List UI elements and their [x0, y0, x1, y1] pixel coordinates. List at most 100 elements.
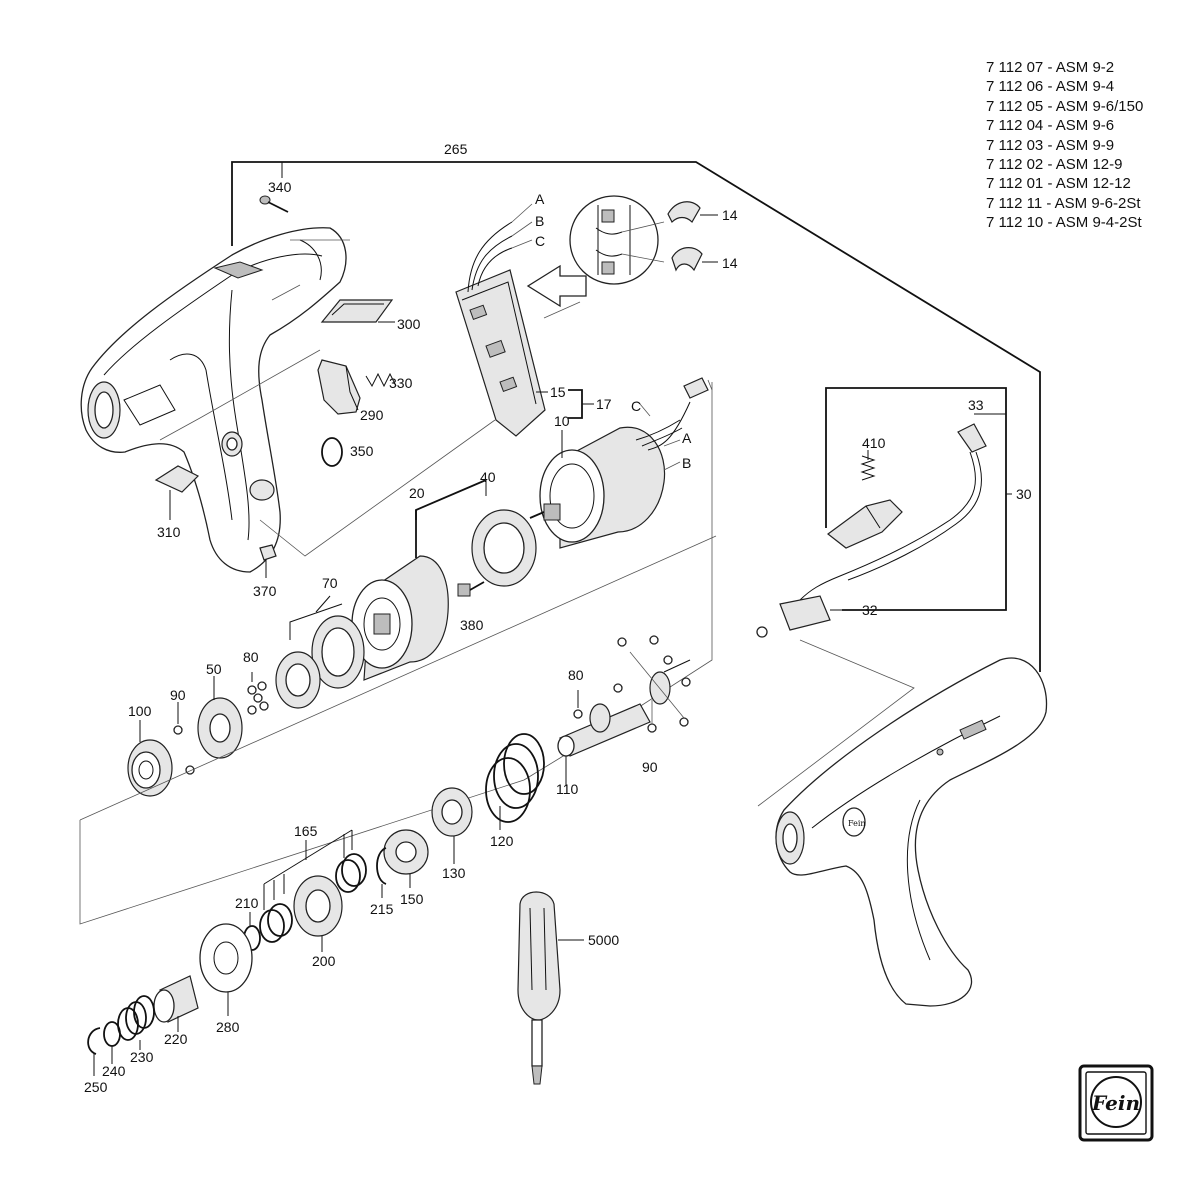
label-215: 215 [370, 901, 394, 917]
label-110: 110 [556, 781, 579, 797]
clip-215 [376, 847, 387, 898]
label-100: 100 [128, 703, 152, 719]
tool-logo-text: Fein [848, 819, 866, 828]
label-165: 165 [294, 823, 318, 839]
label-wire-B: B [535, 213, 544, 229]
pin-370 [259, 544, 277, 578]
bracket-20-40 [415, 479, 487, 558]
balls-80 [247, 672, 269, 715]
button-290 [317, 359, 361, 415]
label-80-right: 80 [568, 667, 584, 683]
sleeve-220 [153, 975, 199, 1032]
label-120: 120 [490, 833, 514, 849]
label-370: 370 [253, 583, 277, 599]
model-item: 7 112 03 - ASM 9-9 [986, 136, 1115, 154]
label-230: 230 [130, 1049, 154, 1065]
label-150: 150 [400, 891, 424, 907]
planet-carrier-50 [197, 676, 243, 759]
motor-10 [529, 377, 713, 549]
label-wire-A: A [535, 191, 545, 207]
label-40: 40 [480, 469, 496, 485]
label-300: 300 [397, 316, 421, 332]
model-item: 7 112 07 - ASM 9-2 [986, 59, 1115, 76]
label-14-top: 14 [722, 207, 738, 223]
clip-14-bottom [671, 247, 718, 272]
bracket-30 [825, 387, 1012, 611]
model-item: 7 112 05 - ASM 9-6/150 [986, 97, 1144, 115]
model-item: 7 112 11 - ASM 9-6-2St [986, 194, 1141, 212]
screw-380 [457, 581, 485, 597]
label-50: 50 [206, 661, 222, 677]
ring-40 [471, 509, 537, 587]
label-20: 20 [409, 485, 425, 501]
balls-80-right [573, 683, 623, 719]
model-item: 7 112 06 - ASM 9-4 [986, 78, 1115, 96]
gear-150 [383, 829, 429, 888]
screw-340 [259, 195, 289, 213]
label-32: 32 [862, 602, 878, 618]
spring-230 [117, 995, 155, 1050]
part-labels: 265 340 300 330 290 350 310 370 A B C 14… [84, 141, 1032, 1095]
label-30: 30 [1016, 486, 1032, 502]
label-14-bottom: 14 [722, 255, 738, 271]
oring-350 [321, 437, 343, 467]
washer-280 [199, 923, 253, 1016]
label-340: 340 [268, 179, 292, 195]
needle-bearing [275, 651, 321, 709]
label-33: 33 [968, 397, 984, 413]
leader-group-top [79, 535, 717, 821]
label-10: 10 [554, 413, 570, 429]
label-5000: 5000 [588, 932, 619, 948]
spring-set-165 [259, 853, 367, 943]
label-350: 350 [350, 443, 374, 459]
leader-trigger [757, 639, 915, 807]
trigger [827, 499, 903, 549]
fein-logo: Fein [1078, 1064, 1154, 1142]
label-90-left: 90 [170, 687, 186, 703]
label-220: 220 [164, 1031, 188, 1047]
cam-130 [431, 787, 473, 864]
assembled-tool: Fein [775, 657, 1048, 1007]
switch-harness [756, 423, 987, 638]
arrow-to-board [526, 264, 587, 308]
ring-gear-70 [289, 595, 365, 689]
model-item: 7 112 04 - ASM 9-6 [986, 117, 1115, 135]
slider-310 [154, 465, 200, 520]
bracket-15-17 [536, 389, 594, 419]
balls-90-left [173, 702, 195, 775]
spring-330 [365, 372, 397, 388]
gearbox-20 [351, 555, 449, 681]
model-item: 7 112 01 - ASM 12-12 [986, 175, 1131, 193]
label-wire-C: C [535, 233, 545, 249]
label-17: 17 [596, 396, 612, 412]
leader-lines [159, 239, 496, 557]
spring-120 [485, 733, 545, 830]
label-90-right: 90 [642, 759, 658, 775]
label-250: 250 [84, 1079, 108, 1095]
assembly-bracket-265 [231, 161, 1041, 672]
circlip-250 [87, 1027, 101, 1076]
label-motor-C: C [631, 398, 641, 414]
label-330: 330 [389, 375, 413, 391]
logo-wordmark: Fein [1091, 1091, 1140, 1115]
label-80-left: 80 [243, 649, 259, 665]
label-265: 265 [444, 141, 468, 157]
label-15: 15 [550, 384, 566, 400]
label-motor-A: A [682, 430, 692, 446]
clip-14-top [667, 201, 718, 224]
label-210: 210 [235, 895, 259, 911]
ring-240 [103, 1021, 121, 1064]
label-410: 410 [862, 435, 886, 451]
spindle-lock-100 [127, 720, 173, 797]
housing-half [80, 227, 347, 573]
leader-group-left [79, 779, 525, 925]
model-item: 7 112 10 - ASM 9-4-2St [986, 214, 1142, 232]
bracket-165 [263, 829, 353, 910]
circuit-board [455, 203, 581, 437]
label-200: 200 [312, 953, 336, 969]
balls-90-right [617, 635, 691, 733]
screwdriver-5000 [517, 891, 584, 1085]
label-290: 290 [360, 407, 384, 423]
